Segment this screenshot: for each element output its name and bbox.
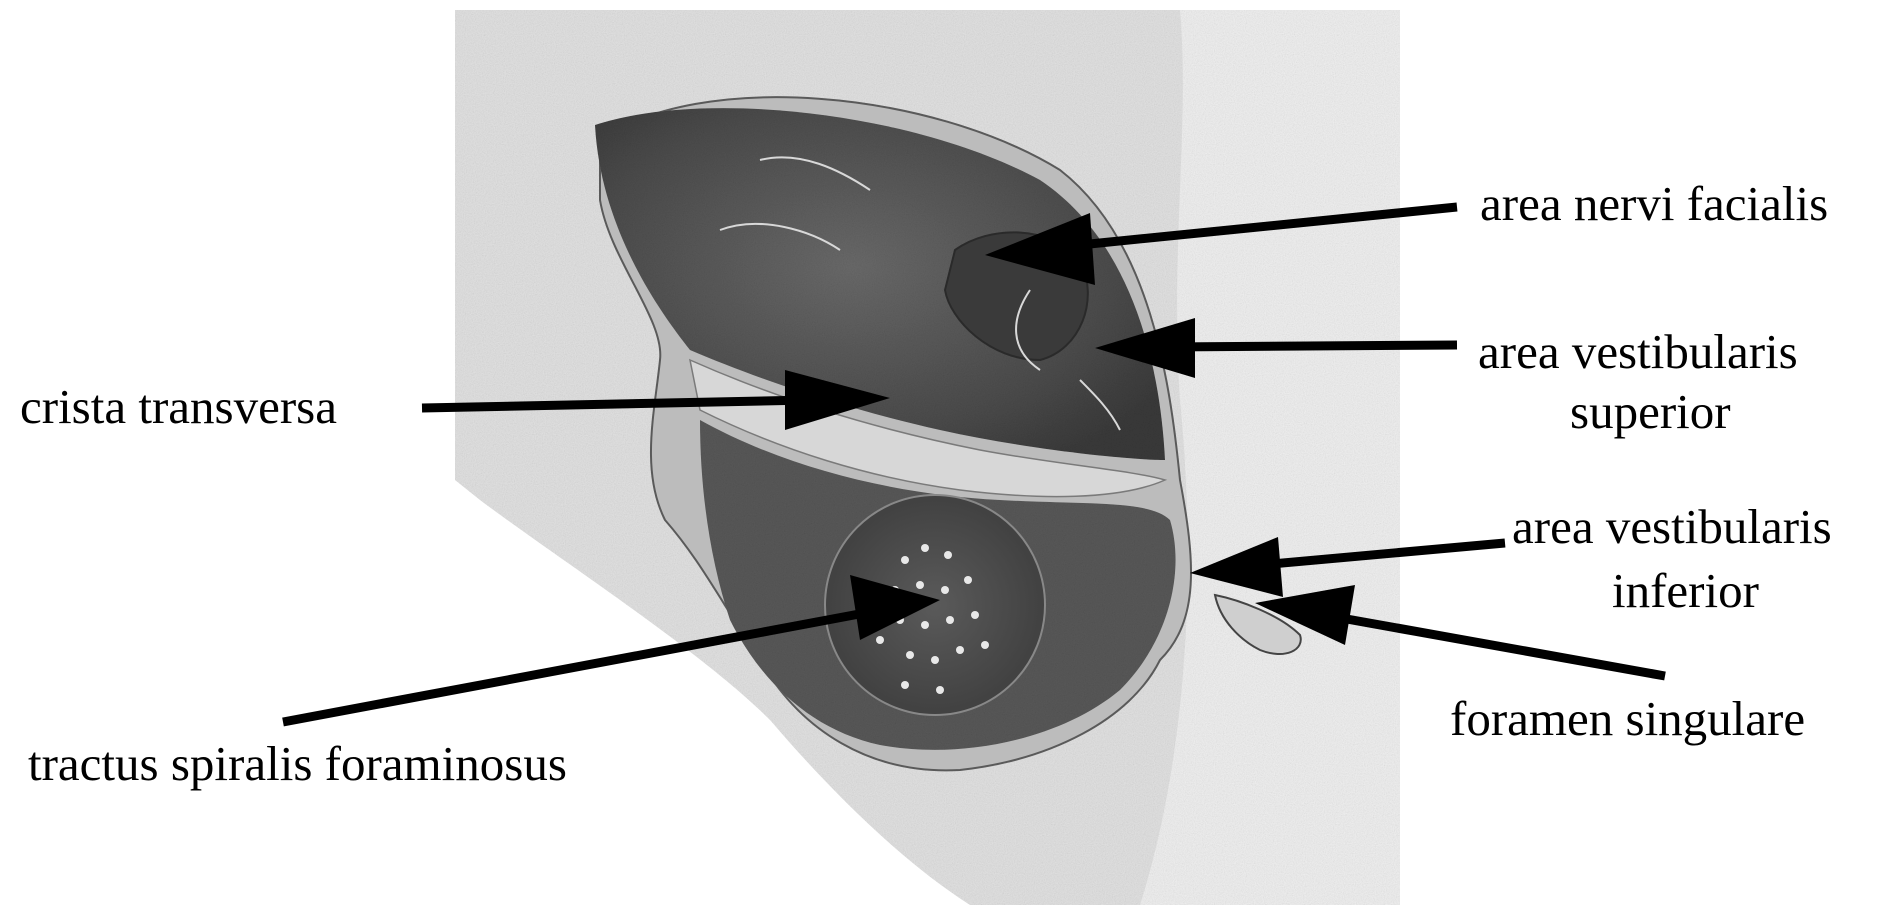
label-area-nervi-facialis: area nervi facialis [1480,176,1828,231]
label-tractus-spiralis-foraminosus: tractus spiralis foraminosus [28,736,567,791]
label-area-vestibularis-inferior-line2: inferior [1612,563,1759,618]
anatomical-photograph [455,10,1400,905]
label-foramen-singulare: foramen singulare [1450,691,1805,746]
label-area-vestibularis-superior-line1: area vestibularis [1478,324,1798,379]
label-area-vestibularis-superior-line2: superior [1570,384,1731,439]
label-crista-transversa: crista transversa [20,379,337,434]
label-area-vestibularis-inferior-line1: area vestibularis [1512,499,1832,554]
